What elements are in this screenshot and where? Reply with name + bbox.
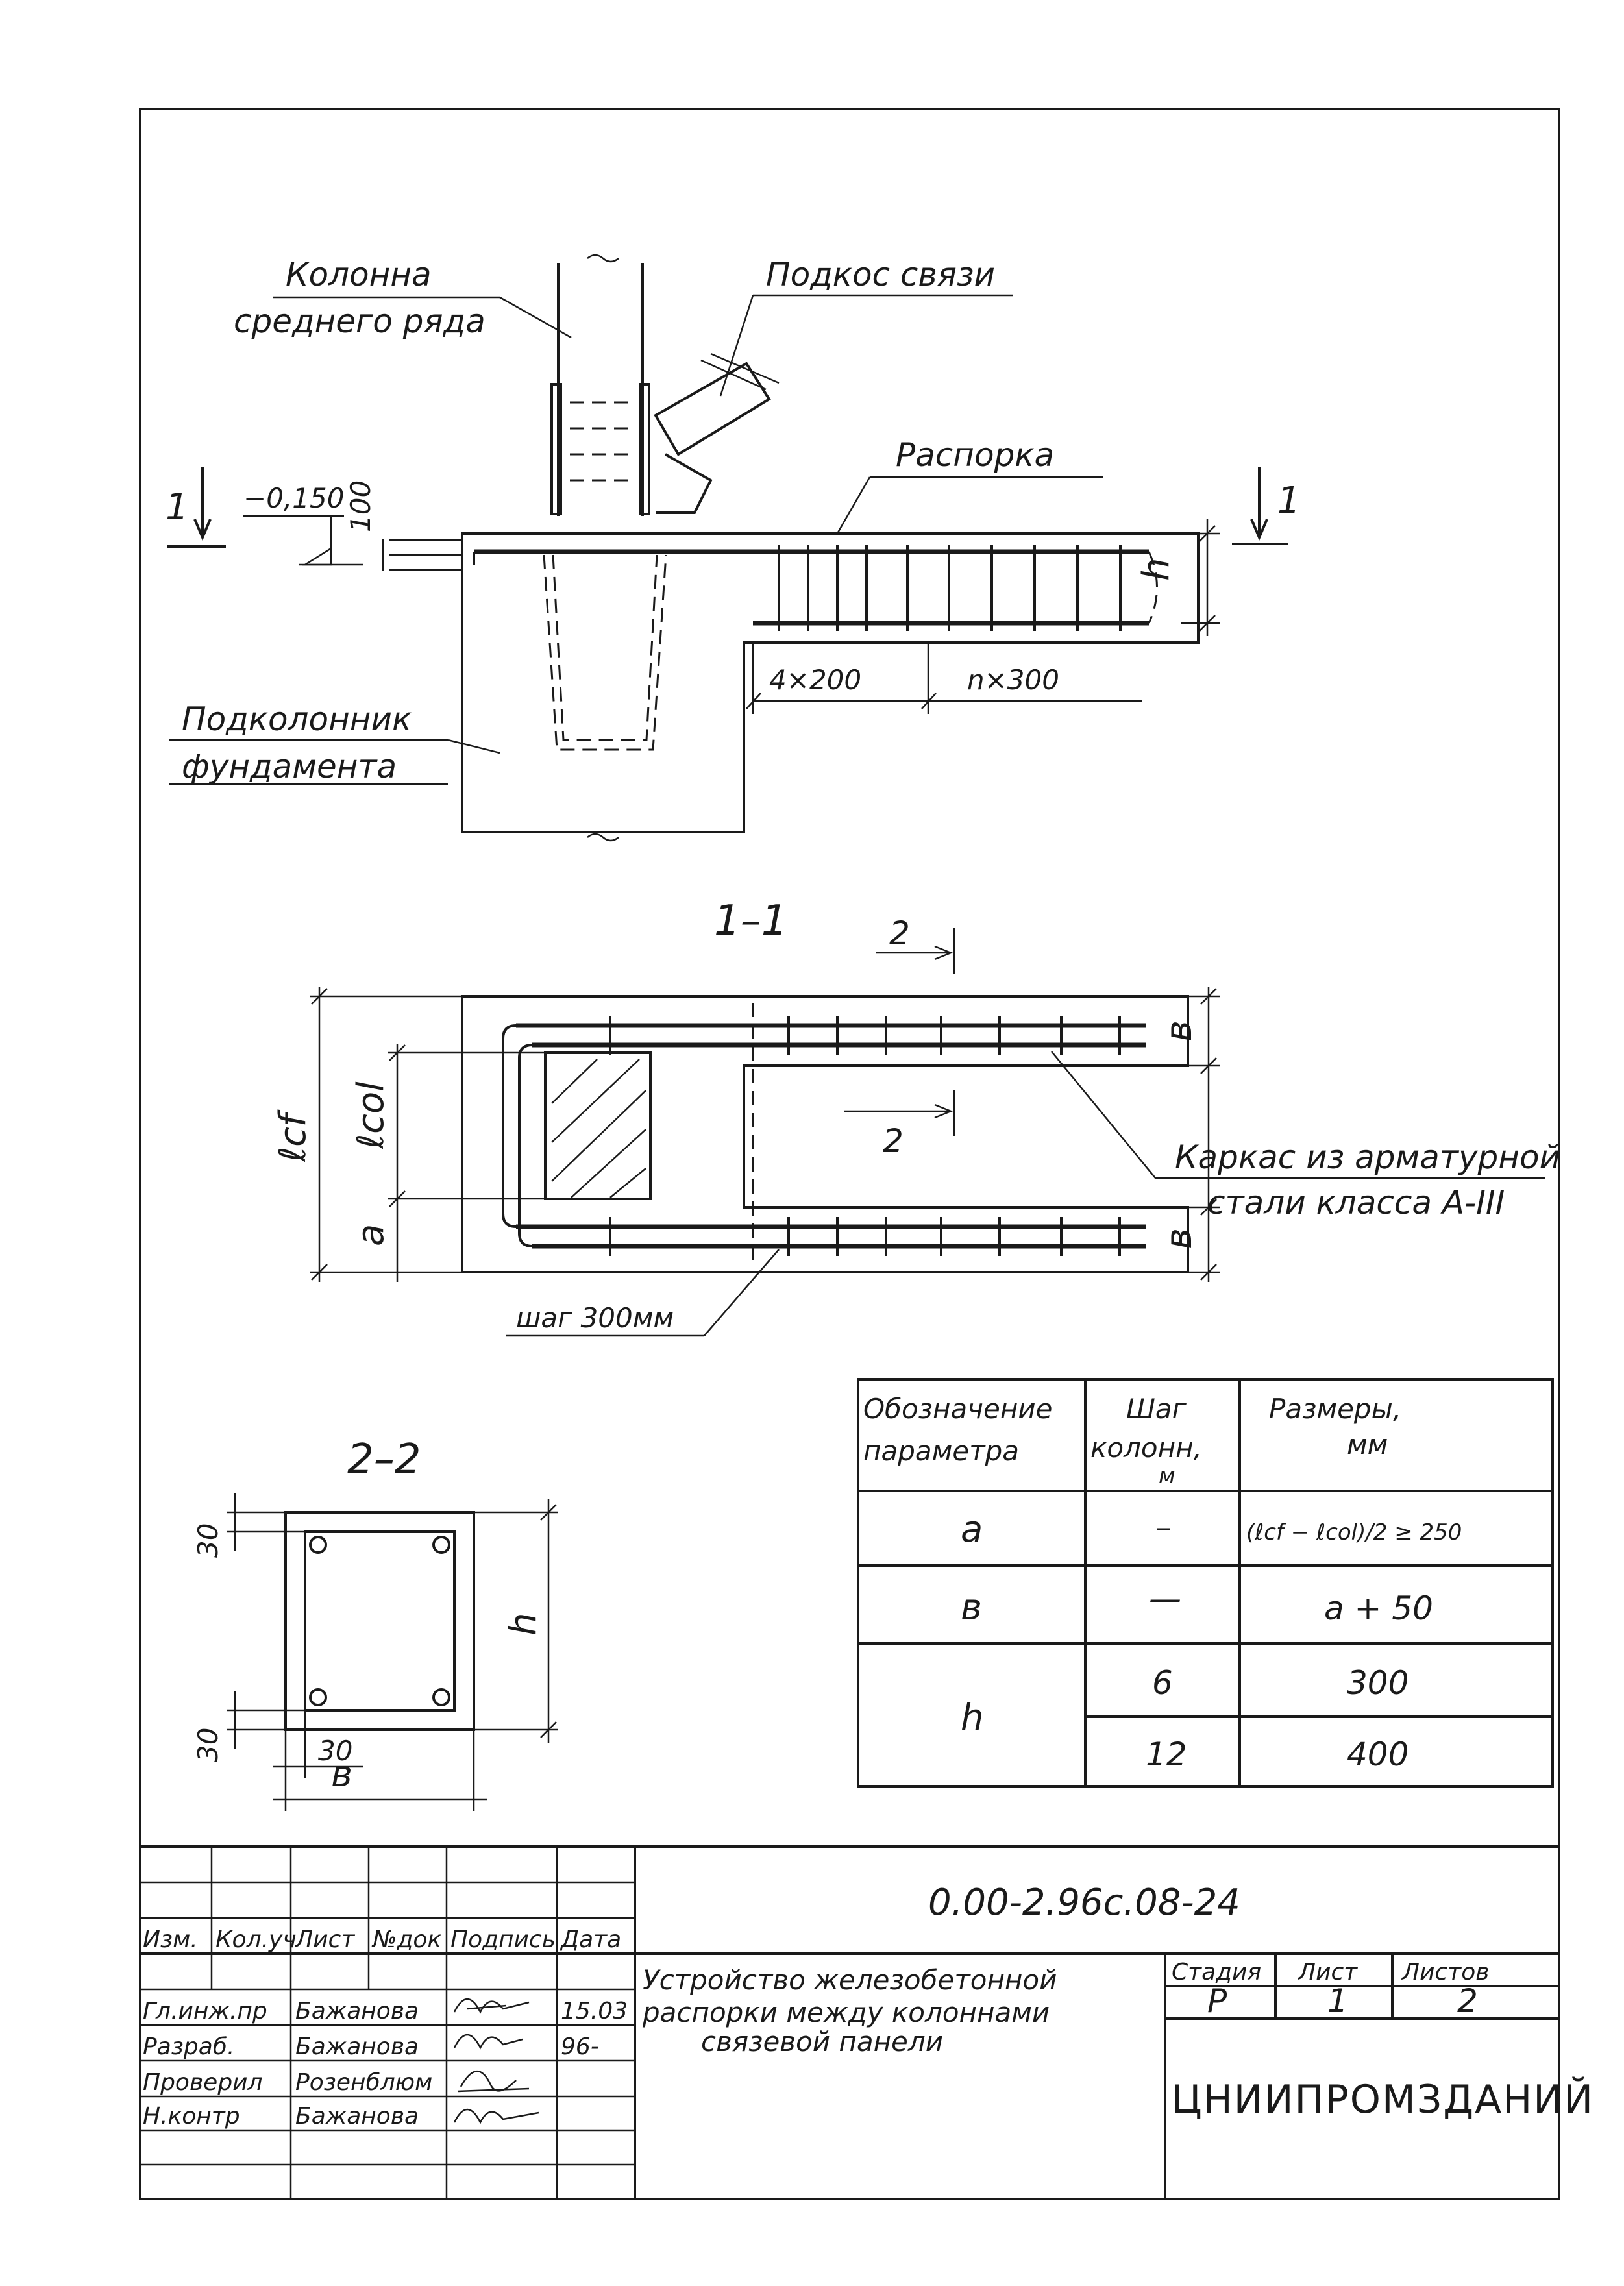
row-a-size: (ℓcf − ℓcol)/2 ≥ 250	[1246, 1519, 1462, 1545]
param-table: Обозначение параметра Шаг колонн, м Разм…	[857, 1378, 1554, 1788]
dim-100: 100	[345, 480, 462, 571]
svg-text:n×300: n×300	[967, 664, 1059, 696]
row-a-param: a	[961, 1508, 983, 1551]
svg-text:h: h	[1135, 558, 1177, 582]
sheet-header: Лист	[1297, 1959, 1358, 1985]
rev-header-date: Дата	[560, 1926, 621, 1953]
staff-name-1: Бажанова	[295, 1998, 419, 2024]
header-param-2: параметра	[863, 1435, 1019, 1467]
svg-text:ℓcf: ℓcf	[272, 1109, 314, 1162]
header-step-2: колонн,	[1090, 1432, 1202, 1464]
section-mark-right: 1	[1232, 467, 1301, 545]
cage-label-2: стали класса А-III	[1207, 1184, 1505, 1222]
strut-label: Распорка	[896, 436, 1054, 474]
dim-spacing: 4×200 n×300	[746, 643, 1142, 714]
section-2-2: 2–2 30 30 h 30 в	[192, 1436, 558, 1811]
header-size-2: мм	[1347, 1429, 1388, 1460]
sheets-value: 2	[1457, 1982, 1478, 2020]
svg-text:2: 2	[889, 915, 910, 952]
doc-title-1: Устройство железобетонной	[643, 1964, 1057, 1996]
staff-name-2: Бажанова	[295, 2034, 419, 2060]
svg-text:ℓcol: ℓcol	[350, 1081, 392, 1149]
row-h6-step: 6	[1152, 1664, 1173, 1702]
column-label-2: среднего ряда	[234, 302, 486, 340]
column-label: Колонна	[286, 256, 432, 293]
foundation-label-2: фундамента	[182, 748, 397, 785]
sheet-value: 1	[1327, 1982, 1348, 2020]
dim-h-elevation: h	[1135, 519, 1220, 636]
signatures	[453, 1998, 539, 2124]
row-b-step: —	[1149, 1580, 1181, 1617]
row-b-size: a + 50	[1324, 1590, 1433, 1627]
rev-header-list: Лист	[294, 1926, 355, 1953]
svg-text:30: 30	[192, 1523, 224, 1558]
dims-right: в в	[1158, 987, 1220, 1282]
row-a-step: –	[1155, 1508, 1172, 1546]
svg-text:30: 30	[318, 1735, 352, 1767]
section-1-1: 1–1	[272, 897, 1560, 1337]
column-section	[544, 1051, 652, 1200]
level-mark: −0,150	[243, 482, 344, 514]
row-h12-step: 12	[1146, 1736, 1187, 1773]
doc-code: 0.00-2.96с.08-24	[928, 1882, 1240, 1924]
header-size: Размеры,	[1269, 1393, 1401, 1425]
svg-text:в: в	[1158, 1020, 1200, 1042]
sheet-frame	[139, 108, 1560, 2200]
row-b-param: в	[961, 1586, 982, 1628]
section-2-2-title: 2–2	[347, 1436, 421, 1484]
brace-label: Подкос связи	[766, 256, 995, 293]
svg-text:2: 2	[883, 1122, 904, 1160]
staff-role-1: Гл.инж.пр	[143, 1998, 267, 2024]
header-param: Обозначение	[863, 1393, 1052, 1425]
rev-header-kol: Кол.уч	[215, 1926, 297, 1953]
rev-header-sign: Подпись	[450, 1926, 556, 1953]
svg-text:a: a	[350, 1224, 392, 1246]
rev-header-izm: Изм.	[143, 1926, 198, 1953]
header-step-3: м	[1159, 1463, 1175, 1489]
cut-mark-2-mid: 2	[844, 1090, 955, 1160]
header-step: Шаг	[1126, 1393, 1187, 1425]
dims-left: ℓcf ℓcol a	[272, 987, 545, 1282]
svg-text:1: 1	[1277, 480, 1301, 522]
sheets-header: Листов	[1401, 1959, 1489, 1985]
foundation-label: Подколонник	[182, 700, 412, 738]
rev-header-doc: №док	[371, 1926, 441, 1953]
svg-text:1: 1	[166, 486, 189, 528]
pitch-label: шаг 300мм	[516, 1302, 674, 1334]
title-block: Изм. Кол.уч Лист №док Подпись Дата Гл.ин…	[140, 1845, 1594, 2199]
doc-title-2: распорки между колоннами	[642, 1997, 1050, 2028]
svg-text:4×200: 4×200	[769, 664, 861, 696]
svg-text:в: в	[331, 1753, 352, 1795]
staff-role-4: Н.контр	[143, 2103, 240, 2130]
svg-text:в: в	[1158, 1228, 1200, 1249]
staff-date-1: 15.03	[561, 1998, 628, 2024]
stage-header: Стадия	[1172, 1959, 1261, 1985]
svg-text:h: h	[502, 1613, 545, 1636]
svg-text:30: 30	[192, 1728, 224, 1762]
stage-value: Р	[1207, 1982, 1227, 2020]
elevation-view: Колонна среднего ряда Подкос связи Распо…	[166, 254, 1301, 842]
staff-name-4: Бажанова	[295, 2103, 419, 2130]
row-h12-size: 400	[1347, 1736, 1409, 1773]
row-h6-size: 300	[1347, 1664, 1409, 1702]
row-h-param: h	[961, 1697, 984, 1739]
organization: ЦНИИПРОМЗДАНИЙ	[1172, 2076, 1594, 2122]
staff-name-3: Розенблюм	[295, 2069, 432, 2096]
cut-mark-2-top: 2	[876, 915, 955, 974]
staff-role-3: Проверил	[143, 2069, 263, 2096]
doc-title-3: связевой панели	[701, 2026, 943, 2058]
cage-label: Каркас из арматурной	[1175, 1138, 1560, 1176]
section-1-1-title: 1–1	[714, 897, 787, 945]
staff-date-2: 96-	[561, 2034, 599, 2060]
section-mark-left: 1	[166, 467, 226, 548]
svg-text:100: 100	[345, 480, 376, 532]
staff-role-2: Разраб.	[143, 2034, 234, 2060]
